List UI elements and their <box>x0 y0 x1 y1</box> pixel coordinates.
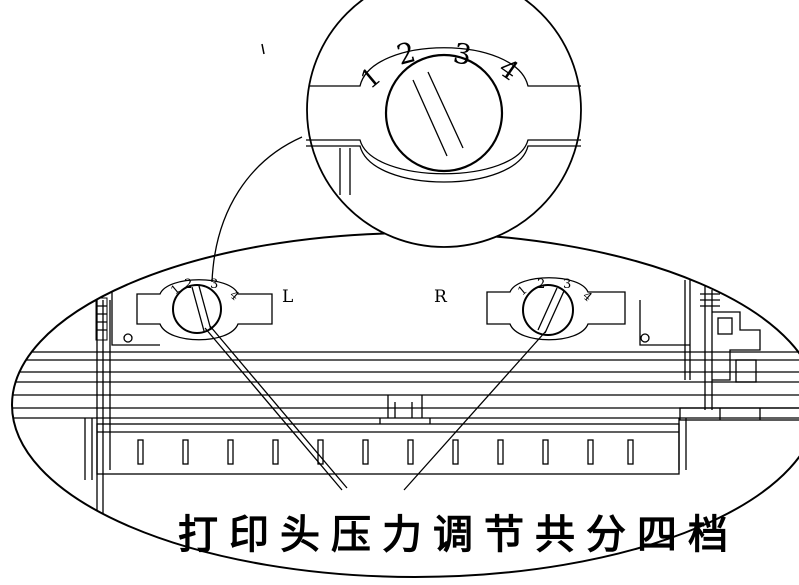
stray-mark <box>261 43 265 55</box>
left-scale-2: 2 <box>184 277 192 292</box>
right-adjust-lever <box>486 277 626 341</box>
right-label: R <box>434 287 448 307</box>
zoom-scale-3: 3 <box>451 36 474 72</box>
zoom-detail-circle <box>306 0 582 248</box>
zoom-connector-line <box>211 136 303 283</box>
zoom-scale-numbers: 1 2 3 4 <box>355 35 524 95</box>
callout-lines <box>204 325 547 491</box>
left-adjust-lever <box>136 279 273 341</box>
right-scale-3: 3 <box>563 277 571 292</box>
printer-mechanism-view <box>11 232 799 578</box>
caption: 打印头压力调节共分四档 <box>178 512 739 558</box>
left-label: L <box>282 287 293 307</box>
left-scale-3: 3 <box>210 277 218 292</box>
right-scale-2: 2 <box>537 277 545 292</box>
